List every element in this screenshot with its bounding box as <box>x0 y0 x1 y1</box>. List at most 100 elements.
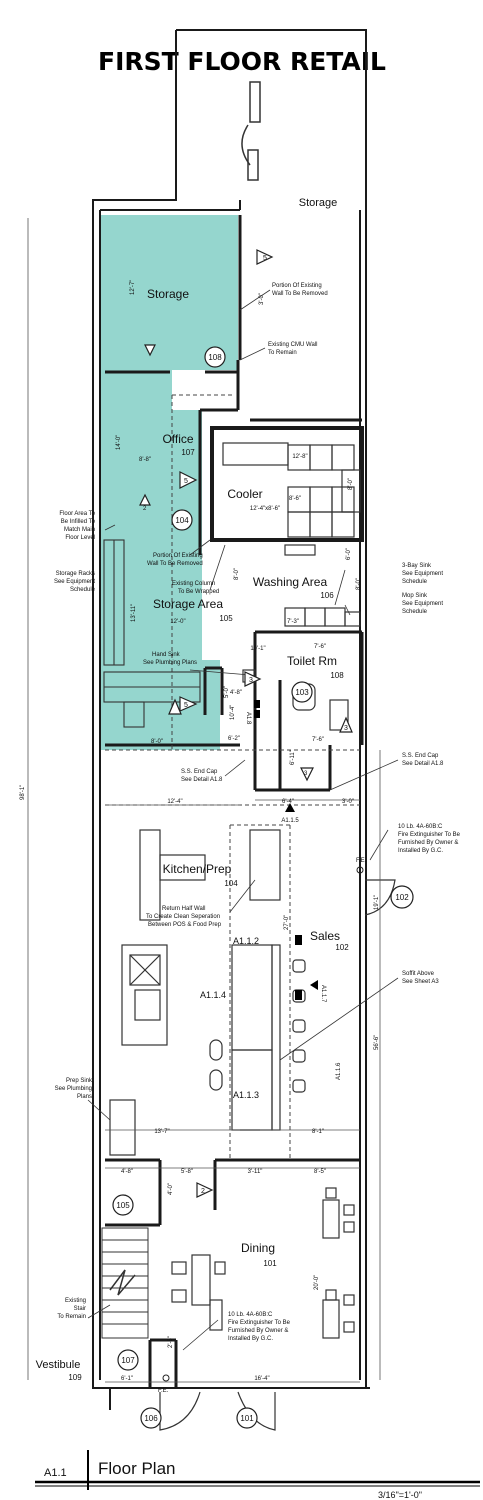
svg-text:Schedule: Schedule <box>70 587 96 593</box>
room-dim-cooler: 12'-4"x8'-6" <box>250 506 280 512</box>
stair <box>101 1227 149 1339</box>
svg-text:6'-2": 6'-2" <box>228 736 240 742</box>
marker-3-c: 3 <box>304 771 308 777</box>
note-ss-end-cap-2: S.S. End Cap See Detail A1.8 <box>402 753 444 767</box>
ref-a112: A1.1.2 <box>233 936 259 946</box>
svg-text:3'-0": 3'-0" <box>342 799 354 805</box>
svg-text:98'-1": 98'-1" <box>20 785 26 800</box>
room-num-sales: 102 <box>335 943 349 952</box>
room-name-washing: Washing Area <box>253 575 328 589</box>
room-name-vestibule: Vestibule <box>36 1359 81 1371</box>
ref-a114: A1.1.4 <box>200 990 226 1000</box>
svg-text:Prep Sink: Prep Sink <box>66 1078 93 1084</box>
leader-lines <box>87 289 399 1351</box>
marker-5-c: 5 <box>184 702 188 709</box>
svg-text:Mop Sink: Mop Sink <box>402 593 428 599</box>
room-name-kitchen: Kitchen/Prep <box>163 862 232 876</box>
svg-text:Fire Extinguisher To Be: Fire Extinguisher To Be <box>228 1320 291 1326</box>
svg-text:Hand Sink: Hand Sink <box>152 652 181 658</box>
svg-text:20'-0": 20'-0" <box>314 1275 320 1290</box>
svg-text:Between POS & Food Prep: Between POS & Food Prep <box>148 922 222 928</box>
room-num-storage-area: 105 <box>219 614 233 623</box>
fire-extinguisher-icon <box>356 866 364 874</box>
svg-text:Be Infilled To: Be Infilled To <box>61 519 96 525</box>
svg-text:6'-1": 6'-1" <box>121 1376 133 1382</box>
svg-text:10'-4": 10'-4" <box>230 705 236 720</box>
dimension-texts: 12'-7" 3'-0" 14'-0" 8'-8" 12'-8" 8'-0" 8… <box>20 280 380 1382</box>
room-tag-105: 105 <box>116 1201 130 1210</box>
svg-text:Soffit Above: Soffit Above <box>402 971 435 977</box>
svg-text:14'-0": 14'-0" <box>116 435 122 450</box>
marker-5-a: 5 <box>263 255 267 262</box>
fe-label-1: F.E. <box>356 858 367 864</box>
sinks <box>242 607 361 731</box>
svg-text:See Equipment: See Equipment <box>402 601 443 607</box>
svg-text:Return Half Wall: Return Half Wall <box>162 906 205 912</box>
fe-label-2: F.E. <box>158 1388 169 1394</box>
svg-text:10 Lb. 4A-60B:C: 10 Lb. 4A-60B:C <box>228 1312 273 1318</box>
svg-text:7'-3": 7'-3" <box>287 619 299 625</box>
svg-text:3'-11": 3'-11" <box>248 1169 263 1175</box>
svg-text:7'-6": 7'-6" <box>314 644 326 650</box>
svg-text:8'-0": 8'-0" <box>151 739 163 745</box>
svg-text:Stair: Stair <box>74 1306 86 1312</box>
svg-text:8'-0": 8'-0" <box>348 478 354 490</box>
storage-door <box>241 81 261 181</box>
svg-text:Storage Racks: Storage Racks <box>56 571 95 577</box>
room-num-kitchen: 104 <box>224 879 238 888</box>
svg-text:2'-5": 2'-5" <box>168 1336 174 1348</box>
room-num-office: 107 <box>181 448 195 457</box>
note-half-wall: Return Half Wall To Create Clean Seperat… <box>146 906 222 928</box>
room-name-storage: Storage <box>147 287 189 301</box>
svg-text:S.S. End Cap: S.S. End Cap <box>181 769 218 775</box>
svg-text:8'-0": 8'-0" <box>234 568 240 580</box>
note-ss-end-cap-1: S.S. End Cap See Detail A1.8 <box>181 769 223 783</box>
svg-text:To Remain: To Remain <box>57 1314 86 1320</box>
svg-text:10'-1": 10'-1" <box>250 646 265 652</box>
building-walls <box>92 29 370 1410</box>
svg-text:27'-0": 27'-0" <box>284 915 290 930</box>
ref-a115: A1.1.5 <box>281 818 299 824</box>
svg-text:12'-8": 12'-8" <box>292 454 307 460</box>
svg-text:12'-0": 12'-0" <box>170 619 185 625</box>
note-storage-racks: Storage Racks See Equipment Schedule <box>54 571 96 593</box>
svg-text:Floor Level: Floor Level <box>65 535 95 541</box>
elevation-markers <box>139 249 353 1198</box>
svg-text:Fire Extinguisher To Be: Fire Extinguisher To Be <box>398 832 461 838</box>
marker-3-a: 3 <box>249 677 253 684</box>
cooler-shelving <box>222 442 361 556</box>
svg-text:12'-7": 12'-7" <box>130 280 136 295</box>
ref-a18: A1.8 <box>245 712 251 725</box>
svg-text:Installed By G.C.: Installed By G.C. <box>398 848 443 854</box>
svg-text:See Detail A1.8: See Detail A1.8 <box>402 761 444 767</box>
section-markers <box>285 803 318 990</box>
note-stair: Existing Stair To Remain <box>57 1298 86 1320</box>
room-tag-108: 108 <box>208 353 222 362</box>
svg-text:16'-4": 16'-4" <box>254 1376 269 1382</box>
marker-2-a: 2 <box>201 1188 205 1195</box>
svg-text:4'-0": 4'-0" <box>168 1183 174 1195</box>
note-soffit: Soffit Above See Sheet A3 <box>402 971 439 985</box>
note-fire-ext-2: 10 Lb. 4A-60B:C Fire Extinguisher To Be … <box>228 1312 291 1342</box>
room-tag-103: 103 <box>295 688 309 697</box>
svg-text:Floor Area To: Floor Area To <box>59 511 95 517</box>
svg-text:13'-11": 13'-11" <box>131 604 137 622</box>
svg-text:8'-1": 8'-1" <box>312 1129 324 1135</box>
svg-text:8'-5": 8'-5" <box>314 1169 326 1175</box>
outlet-markers <box>254 700 302 1000</box>
room-name-office: Office <box>162 432 193 446</box>
marker-3-b: 3 <box>344 725 348 732</box>
svg-text:8'-8": 8'-8" <box>139 457 151 463</box>
svg-text:See Equipment: See Equipment <box>54 579 95 585</box>
room-name-sales: Sales <box>310 929 340 943</box>
svg-text:3'-0": 3'-0" <box>259 293 265 305</box>
note-fire-ext-1: 10 Lb. 4A-60B:C Fire Extinguisher To Be … <box>398 824 461 854</box>
dining-tables <box>171 1187 355 1339</box>
room-tags <box>112 346 414 1429</box>
room-name-storage-area: Storage Area <box>153 597 223 611</box>
ref-a116: A1.1.6 <box>336 1062 342 1080</box>
svg-text:6'-4": 6'-4" <box>282 799 294 805</box>
note-wall-removed-2: Portion Of Existing Wall To Be Removed <box>147 553 203 567</box>
storage-racks <box>103 539 201 728</box>
